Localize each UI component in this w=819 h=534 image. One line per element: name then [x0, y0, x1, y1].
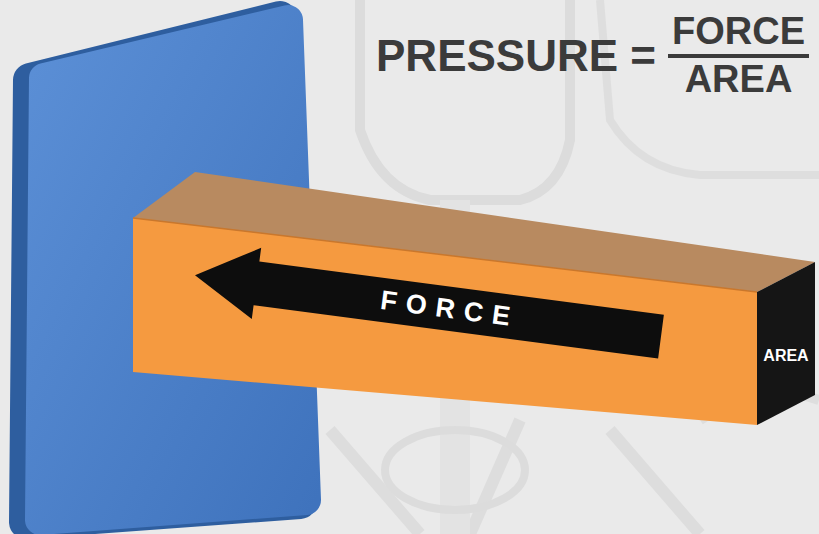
arrow-body: [190, 240, 665, 373]
face-shape: [757, 262, 815, 425]
formula-denominator: AREA: [681, 60, 797, 100]
fraction: FORCE AREA: [668, 12, 809, 100]
bar-front-face: [133, 218, 757, 425]
force-bar: [133, 172, 815, 425]
area-face: AREA: [757, 262, 815, 425]
area-label: AREA: [763, 347, 808, 365]
formula-numerator: FORCE: [668, 12, 809, 52]
formula: PRESSURE = FORCE AREA: [376, 12, 809, 100]
formula-text: PRESSURE =: [376, 31, 656, 81]
fraction-bar: [668, 54, 809, 58]
end-face: [757, 262, 815, 425]
